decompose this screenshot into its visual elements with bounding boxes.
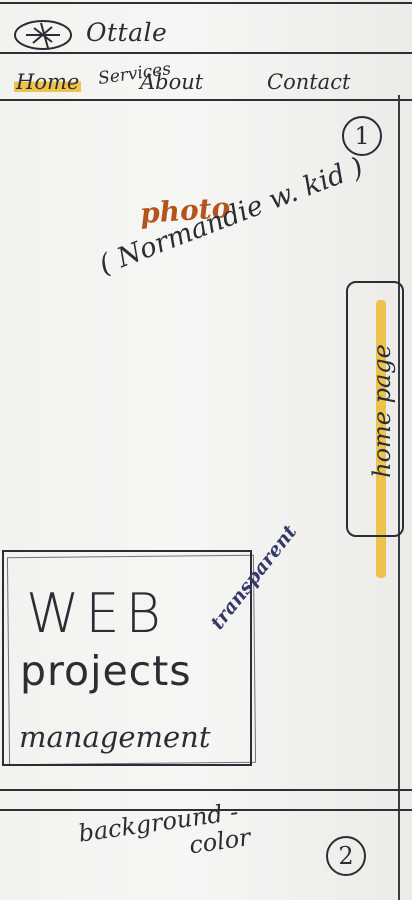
banner-management-text: management [19,720,211,754]
home-page-tab[interactable]: home page [346,281,404,537]
right-frame-line [398,95,400,900]
crossed-circle-logo-icon[interactable] [12,18,74,52]
banner-web-text: WEB [26,582,167,645]
background-note-line2: color [187,823,253,860]
banner-projects-text: projects [20,647,192,695]
top-border-line [0,2,412,4]
nav-home-link[interactable]: Home [14,70,82,94]
home-page-tab-label: home page [368,344,396,478]
header-bottom-line [0,52,412,54]
bottom-section-line-2 [0,809,412,811]
web-project-banner [2,550,252,766]
brand-name[interactable]: Ottale [86,18,168,47]
nav-bottom-line [0,99,412,101]
section-number-1: 1 [342,116,382,156]
photo-caption: ( Normandie w. kid ) [95,151,368,281]
nav-about-link[interactable]: About [140,70,204,94]
home-page-highlight [376,300,386,578]
section-number-2: 2 [326,836,366,876]
bottom-section-line [0,789,412,791]
nav-contact-link[interactable]: Contact [267,70,351,94]
